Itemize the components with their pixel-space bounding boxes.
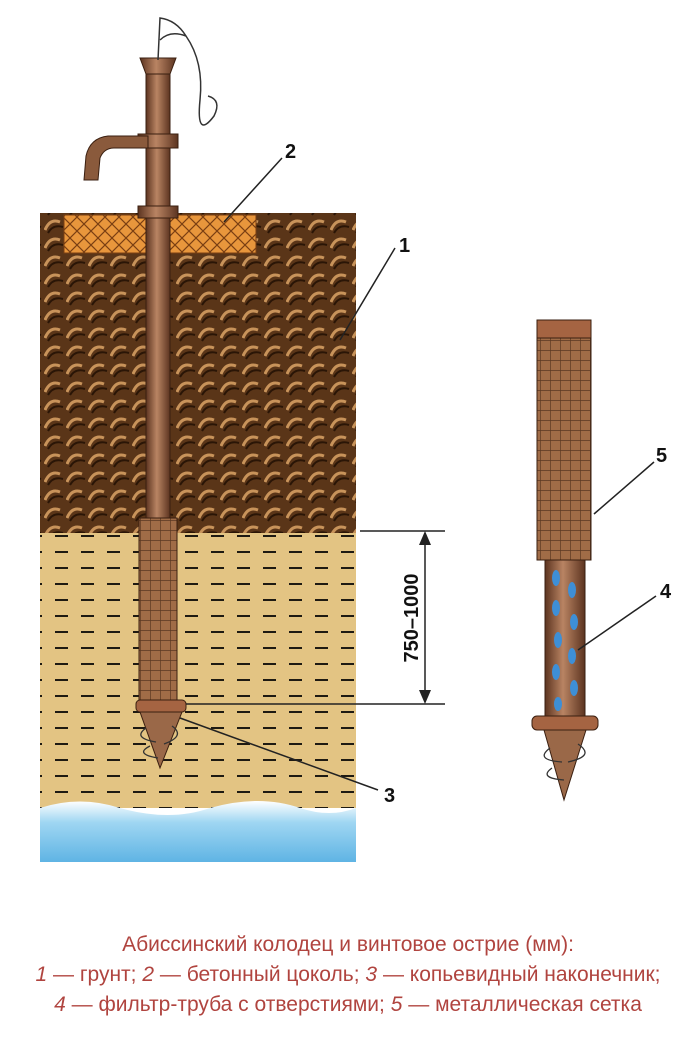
pump-handle-wire: [157, 17, 218, 126]
well-pipe: [145, 61, 171, 523]
pump-spout: [83, 135, 149, 181]
figure-caption: Абиссинский колодец и винтовое острие (м…: [0, 930, 696, 1020]
caption-line-1: 1 — грунт; 2 — бетонный цоколь; 3 — копь…: [0, 960, 696, 990]
dim-arrow-head: [419, 690, 431, 704]
leader-4: [577, 595, 657, 651]
caption-line-2: 4 — фильтр-труба с отверстиями; 5 — мета…: [0, 990, 696, 1020]
dim-arrow-head: [419, 531, 431, 545]
groundwater: [40, 801, 356, 862]
soil-layer: [40, 213, 356, 533]
callout-1: 1: [399, 235, 410, 257]
legend-text-2: — бетонный цоколь;: [159, 963, 360, 986]
callout-5: 5: [656, 445, 667, 467]
filter-holes: [552, 570, 578, 711]
pump-handle-wire: [159, 33, 187, 41]
legend-num-4: 4: [54, 993, 66, 1016]
pump-head: [139, 57, 177, 75]
filter-mesh: [138, 517, 178, 705]
legend-text-3: — копьевидный наконечник;: [382, 963, 661, 986]
screw-thread: [140, 725, 179, 759]
detail-screw-thread: [543, 743, 586, 781]
spear-tip: [139, 711, 183, 770]
callout-4: 4: [660, 581, 672, 603]
sand-layer: [40, 533, 356, 808]
dimension-label: 750–1000: [401, 574, 423, 663]
callout-3: 3: [384, 785, 395, 807]
legend-num-2: 2: [142, 963, 155, 986]
legend-num-3: 3: [365, 963, 378, 986]
legend-num-5: 5: [390, 993, 403, 1016]
detail-filter-pipe: [544, 559, 586, 719]
detail-collar: [531, 715, 599, 731]
pipe-collar: [137, 205, 179, 219]
legend-text-5: — металлическая сетка: [408, 993, 642, 1016]
callout-2: 2: [285, 141, 296, 163]
legend-num-1: 1: [35, 963, 48, 986]
legend-text-4: — фильтр-труба с отверстиями;: [71, 993, 385, 1016]
leader-1: [339, 247, 396, 341]
filter-collar: [135, 699, 187, 713]
detail-spear-tip: [543, 729, 587, 802]
caption-title: Абиссинский колодец и винтовое острие (м…: [122, 933, 574, 956]
leader-5: [593, 461, 655, 515]
detail-mesh-cap: [536, 319, 592, 339]
leader-3: [179, 717, 379, 791]
leader-2: [223, 157, 283, 223]
legend-text-1: — грунт;: [53, 963, 137, 986]
well-diagram: 750–1000 1 2 3 5 4: [40, 17, 672, 862]
detail-mesh: [536, 319, 592, 561]
